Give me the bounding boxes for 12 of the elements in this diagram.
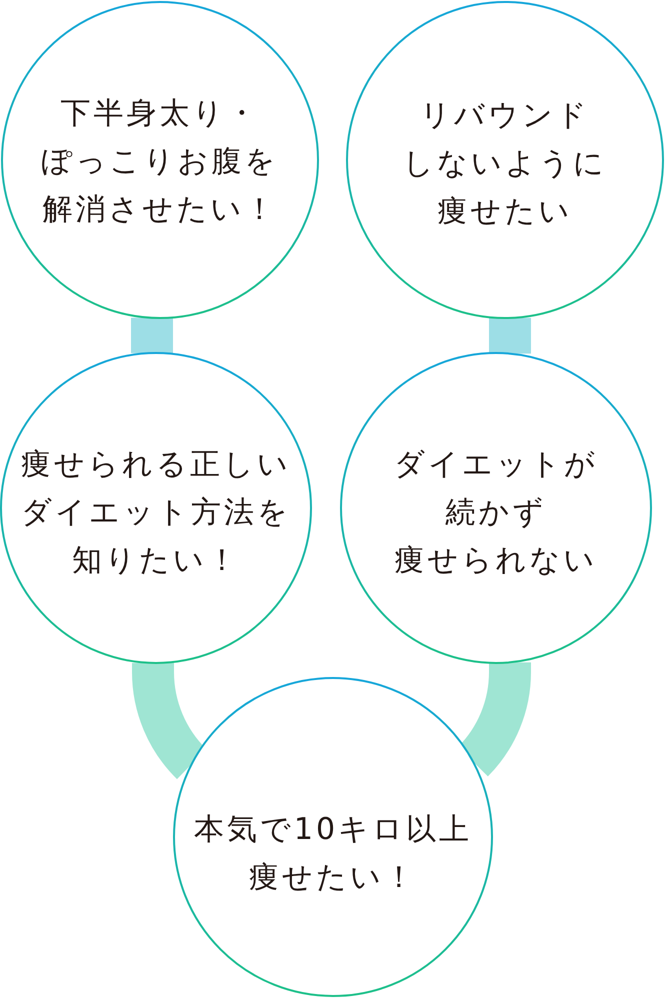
circle-text: 下半身太り・ぽっこりお腹を解消させたい！ bbox=[42, 95, 278, 229]
connector-bar bbox=[489, 318, 531, 354]
circle bbox=[0, 352, 312, 664]
circle-text: ダイエットが続かず痩せられない bbox=[394, 446, 598, 580]
circle-text: 痩せられる正しいダイエット方法を知りたい！ bbox=[21, 446, 291, 580]
connector-bar bbox=[131, 318, 173, 354]
circle bbox=[340, 352, 652, 664]
circle bbox=[1, 1, 319, 319]
circle bbox=[173, 677, 493, 997]
circle-text: リバウンドしないように痩せたい bbox=[403, 97, 607, 231]
circle bbox=[346, 1, 664, 319]
circle-text: 本気で10キロ以上痩せたい！ bbox=[194, 811, 472, 897]
